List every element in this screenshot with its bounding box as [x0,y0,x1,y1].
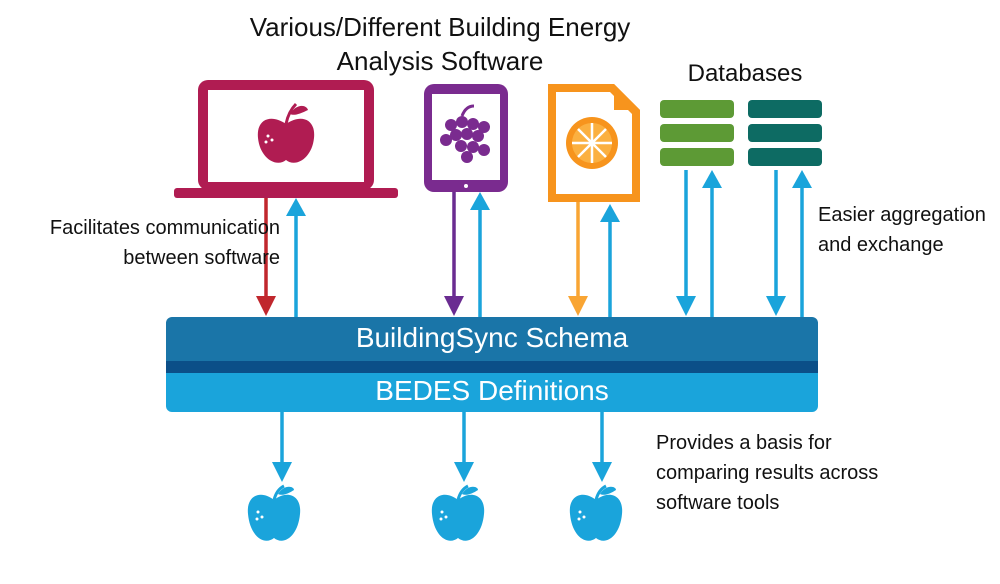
bedes-definitions-band [166,373,818,412]
note-facilitates-communication: Facilitates communication between softwa… [16,213,280,273]
tablet-down-arrow [444,192,464,316]
database-green-up-arrow [702,170,722,318]
laptop-up-arrow [286,198,306,318]
schema-divider-band [166,361,818,373]
document-down-arrow [568,202,588,316]
note-right-line-2: and exchange [818,234,944,256]
tablet-icon [424,84,508,192]
tablet-up-arrow [470,192,490,318]
databases-label: Databases [687,60,803,87]
laptop-down-arrow [256,198,276,316]
bedes-definitions-label: BEDES Definitions [375,375,609,406]
laptop-icon [174,80,398,198]
database-green-icon [660,100,734,166]
orange-slice-icon [566,117,618,169]
schema-bar: BuildingSync Schema BEDES Definitions [166,317,818,412]
buildingsync-schema-label: BuildingSync Schema [355,322,629,353]
grapes-icon [440,104,490,163]
apple-icon [257,102,315,163]
document-up-arrow [600,204,620,318]
buildingsync-schema-band [166,317,818,367]
bottom-apple-icon-2 [431,484,485,541]
title-line-1: Various/Different Building Energy [249,12,631,42]
note-provides-basis: Provides a basis for comparing results a… [656,428,916,518]
note-bottom-line-1: Provides a basis for [656,432,832,454]
note-easier-aggregation: Easier aggregation and exchange [818,200,998,260]
note-bottom-line-2: comparing results across [656,462,879,484]
title-line-2: Analysis Software [336,46,544,76]
note-left-line-2: between software [123,247,280,269]
bottom-apple-icon-1 [247,484,301,541]
database-teal-up-arrow [792,170,812,318]
bottom-arrow-2 [454,412,474,482]
database-teal-down-arrow [766,170,786,316]
document-icon [548,84,640,202]
database-green-down-arrow [676,170,696,316]
diagram-title: Various/Different Building Energy Analys… [210,10,670,78]
database-teal-icon [748,100,822,166]
bottom-arrow-1 [272,412,292,482]
note-left-line-1: Facilitates communication [49,217,280,239]
note-right-line-1: Easier aggregation [818,204,986,226]
bottom-apple-icon-3 [569,484,623,541]
bottom-arrow-3 [592,412,612,482]
note-bottom-line-3: software tools [656,492,780,514]
